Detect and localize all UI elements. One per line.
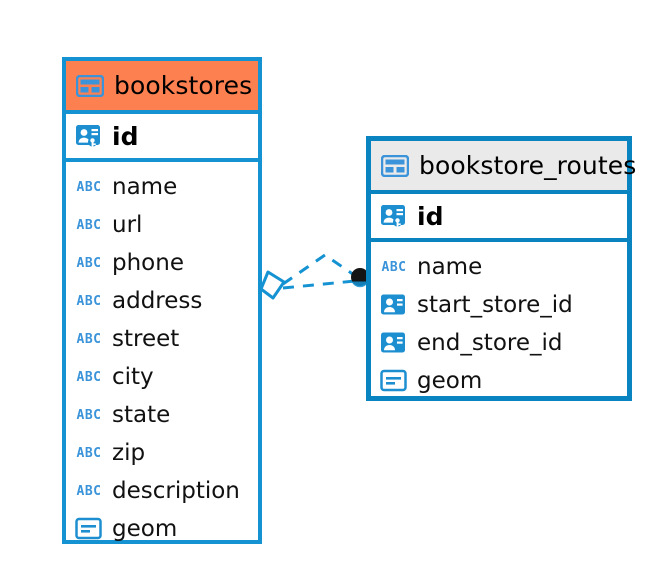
foreign-key-icon [379,330,409,356]
abc-icon: ABC [76,445,102,461]
abc-icon: ABC [76,293,102,309]
field-label: description [112,478,240,504]
field-row[interactable]: ABC street [74,320,258,358]
field-row[interactable]: geom [379,362,627,400]
table-icon [76,74,104,97]
field-row[interactable]: geom [74,510,258,548]
entity-header-bookstore-routes[interactable]: bookstore_routes [371,141,636,194]
relationship-branch-upper [282,253,358,286]
field-label: name [417,254,483,280]
abc-icon: ABC [76,407,102,423]
field-row[interactable]: start_store_id [379,286,627,324]
field-row[interactable]: ABC zip [74,434,258,472]
primary-key-icon [74,121,104,151]
field-row[interactable]: ABC city [74,358,258,396]
field-row[interactable]: ABC address [74,282,258,320]
field-label: state [112,402,171,428]
entity-bookstore-routes[interactable]: bookstore_routes id ABC [366,136,636,401]
relationship-branch-lower [282,279,356,290]
primary-key-label: id [112,121,139,151]
field-label: start_store_id [417,292,573,318]
abc-icon: ABC [76,483,102,499]
field-label: zip [112,440,146,466]
field-row[interactable]: ABC name [379,248,627,286]
field-list-bookstores: ABC name ABC url ABC phone ABC address A… [66,162,258,548]
primary-key-label: id [417,201,444,231]
field-label: end_store_id [417,330,563,356]
field-label: geom [417,368,483,394]
rhombus-marker-icon [259,270,286,300]
entity-title: bookstores [114,71,253,100]
field-label: address [112,288,203,314]
abc-icon: ABC [381,259,407,275]
field-row[interactable]: end_store_id [379,324,627,362]
entity-header-bookstores[interactable]: bookstores [66,61,258,114]
table-icon [381,154,409,177]
field-label: street [112,326,180,352]
primary-key-row[interactable]: id [371,194,627,242]
field-row[interactable]: ABC phone [74,244,258,282]
entity-bookstores[interactable]: bookstores id ABC [62,57,262,544]
abc-icon: ABC [76,217,102,233]
foreign-key-icon [379,292,409,318]
geometry-icon [74,516,104,542]
field-row[interactable]: ABC url [74,206,258,244]
primary-key-icon [379,201,409,231]
field-label: name [112,174,178,200]
abc-icon: ABC [76,255,102,271]
field-label: phone [112,250,184,276]
field-row[interactable]: ABC name [74,168,258,206]
field-label: city [112,364,154,390]
geometry-icon [379,368,409,394]
field-row[interactable]: ABC description [74,472,258,510]
abc-icon: ABC [76,369,102,385]
entity-title: bookstore_routes [419,151,637,180]
field-label: geom [112,516,178,542]
field-row[interactable]: ABC state [74,396,258,434]
abc-icon: ABC [76,331,102,347]
abc-icon: ABC [76,179,102,195]
primary-key-row[interactable]: id [66,114,258,162]
field-label: url [112,212,143,238]
field-list-bookstore-routes: ABC name start_store_id [371,242,627,400]
